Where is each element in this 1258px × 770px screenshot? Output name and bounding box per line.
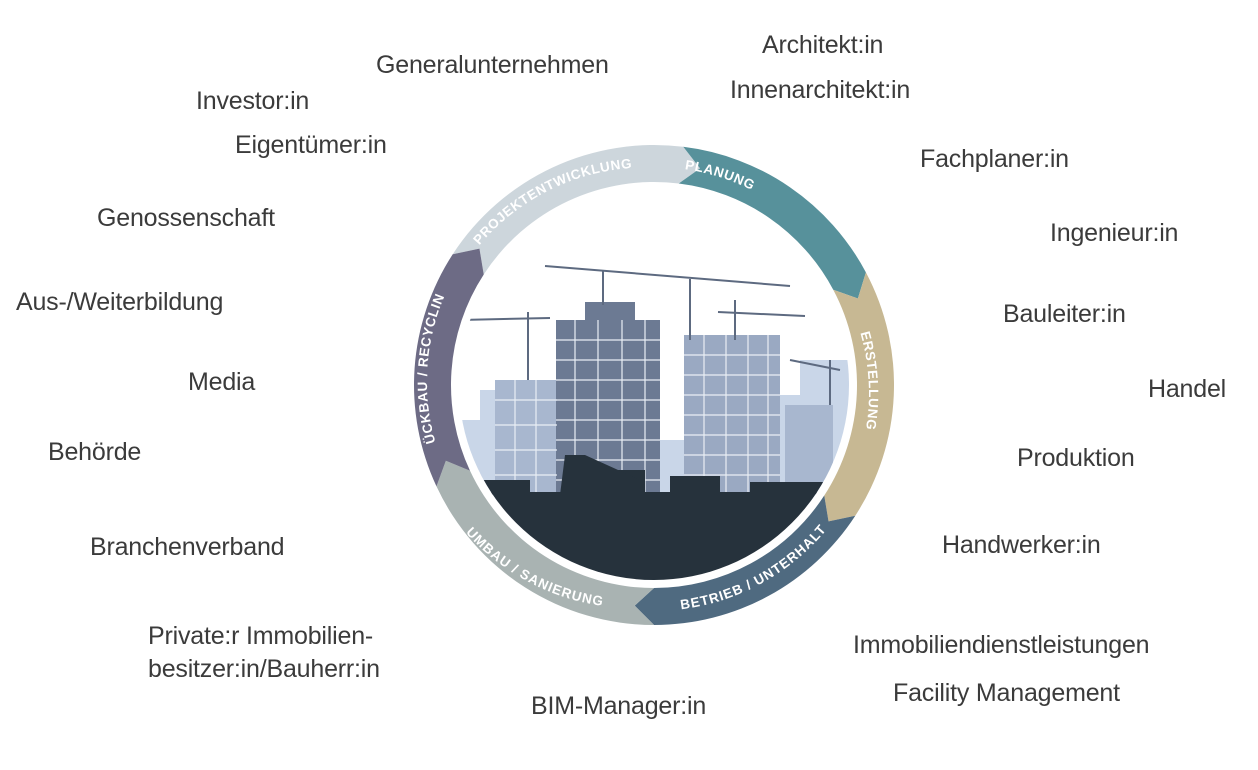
label-immobiliendienstleistungen: Immobiliendienstleistungen — [853, 631, 1150, 659]
label-behoerde: Behörde — [48, 438, 142, 466]
label-bauleiter: Bauleiter:in — [1003, 300, 1126, 328]
label-genossenschaft: Genossenschaft — [97, 204, 275, 232]
label-facility-management: Facility Management — [893, 679, 1120, 707]
label-private-line2: besitzer:in/Bauherr:in — [148, 655, 380, 683]
label-produktion: Produktion — [1017, 444, 1135, 472]
phase-segment-planung — [678, 146, 866, 299]
cranes — [459, 265, 841, 405]
label-weiterbildung: Aus-/Weiterbildung — [16, 288, 224, 316]
phase-segment-erstellung — [824, 272, 894, 522]
label-ingenieur: Ingenieur:in — [1050, 219, 1179, 247]
phase-label-rueckbau: RÜCKBAU / RECYCLING — [0, 0, 447, 446]
label-branchenverband: Branchenverband — [90, 533, 285, 561]
label-media: Media — [188, 368, 256, 396]
label-innenarchitekt: Innenarchitekt:in — [730, 76, 911, 104]
phase-ring — [414, 145, 894, 625]
label-generalunternehmen: Generalunternehmen — [376, 51, 609, 79]
label-eigentuemer: Eigentümer:in — [235, 131, 387, 159]
label-investor: Investor:in — [196, 87, 310, 115]
label-fachplaner: Fachplaner:in — [920, 145, 1069, 173]
label-private-line1: Private:r Immobilien- — [148, 622, 374, 650]
phase-segment-betrieb — [634, 495, 856, 625]
label-handel: Handel — [1148, 375, 1227, 403]
phase-segment-projektentwicklung — [452, 145, 701, 275]
phase-segment-umbau — [436, 460, 654, 625]
phase-segment-rueckbau — [414, 248, 484, 487]
label-architekt: Architekt:in — [762, 31, 884, 59]
label-handwerker: Handwerker:in — [942, 531, 1101, 559]
label-bim-manager: BIM-Manager:in — [531, 692, 707, 720]
